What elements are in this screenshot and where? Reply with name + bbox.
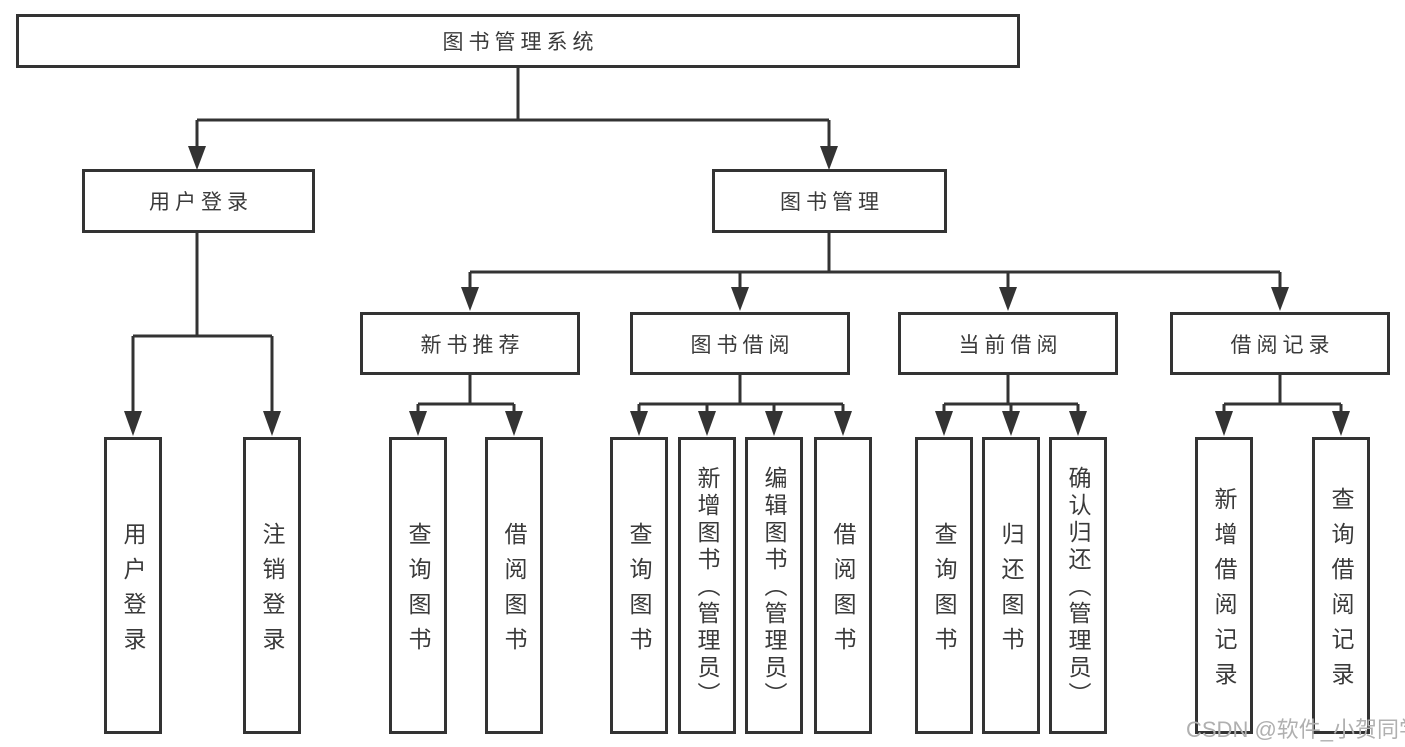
arrowhead-icon — [124, 411, 142, 436]
connector-root-to-level2 — [188, 68, 838, 170]
leaf-query-books: 查询图书 — [915, 437, 973, 734]
node-book-borrow: 图书借阅 — [630, 312, 850, 375]
arrowhead-icon — [1215, 411, 1233, 436]
node-user-login: 用户登录 — [82, 169, 315, 233]
arrowhead-icon — [630, 411, 648, 436]
leaf-query-books: 查询图书 — [610, 437, 668, 734]
leaf-borrow-books: 借阅图书 — [485, 437, 543, 734]
watermark: CSDN @软件_小贺同学 — [1186, 717, 1405, 742]
connector-current-borrow-children — [935, 375, 1087, 436]
node-borrow-records: 借阅记录 — [1170, 312, 1390, 375]
arrowhead-icon — [1271, 287, 1289, 311]
arrowhead-icon — [263, 411, 281, 436]
connector-book-borrow-children — [630, 375, 852, 436]
leaf-logout: 注销登录 — [243, 437, 301, 734]
arrowhead-icon — [765, 411, 783, 436]
arrowhead-icon — [731, 287, 749, 311]
node-library-management-system: 图书管理系统 — [16, 14, 1020, 68]
leaf-borrow-books: 借阅图书 — [814, 437, 872, 734]
connector-new-book-recommend-children — [409, 375, 523, 436]
arrowhead-icon — [820, 146, 838, 170]
node-book-management: 图书管理 — [712, 169, 947, 233]
arrowhead-icon — [698, 411, 716, 436]
leaf-confirm-return-admin: 确认归还（管理员） — [1049, 437, 1107, 734]
arrowhead-icon — [935, 411, 953, 436]
arrowhead-icon — [1002, 411, 1020, 436]
leaf-return-book: 归还图书 — [982, 437, 1040, 734]
arrowhead-icon — [1069, 411, 1087, 436]
connector-borrow-records-children — [1215, 375, 1350, 436]
leaf-add-borrow-record: 新增借阅记录 — [1195, 437, 1253, 734]
arrowhead-icon — [461, 287, 479, 311]
node-current-borrow: 当前借阅 — [898, 312, 1118, 375]
leaf-user-login: 用户登录 — [104, 437, 162, 734]
arrowhead-icon — [505, 411, 523, 436]
arrowhead-icon — [409, 411, 427, 436]
leaf-query-borrow-record: 查询借阅记录 — [1312, 437, 1370, 734]
leaf-query-books: 查询图书 — [389, 437, 447, 734]
arrowhead-icon — [1332, 411, 1350, 436]
leaf-edit-book-admin: 编辑图书（管理员） — [745, 437, 803, 734]
arrowhead-icon — [188, 146, 206, 170]
arrowhead-icon — [999, 287, 1017, 311]
connector-user-login-children — [124, 233, 281, 436]
arrowhead-icon — [834, 411, 852, 436]
connector-book-management-children — [461, 233, 1289, 311]
node-new-book-recommend: 新书推荐 — [360, 312, 580, 375]
leaf-add-book-admin: 新增图书（管理员） — [678, 437, 736, 734]
